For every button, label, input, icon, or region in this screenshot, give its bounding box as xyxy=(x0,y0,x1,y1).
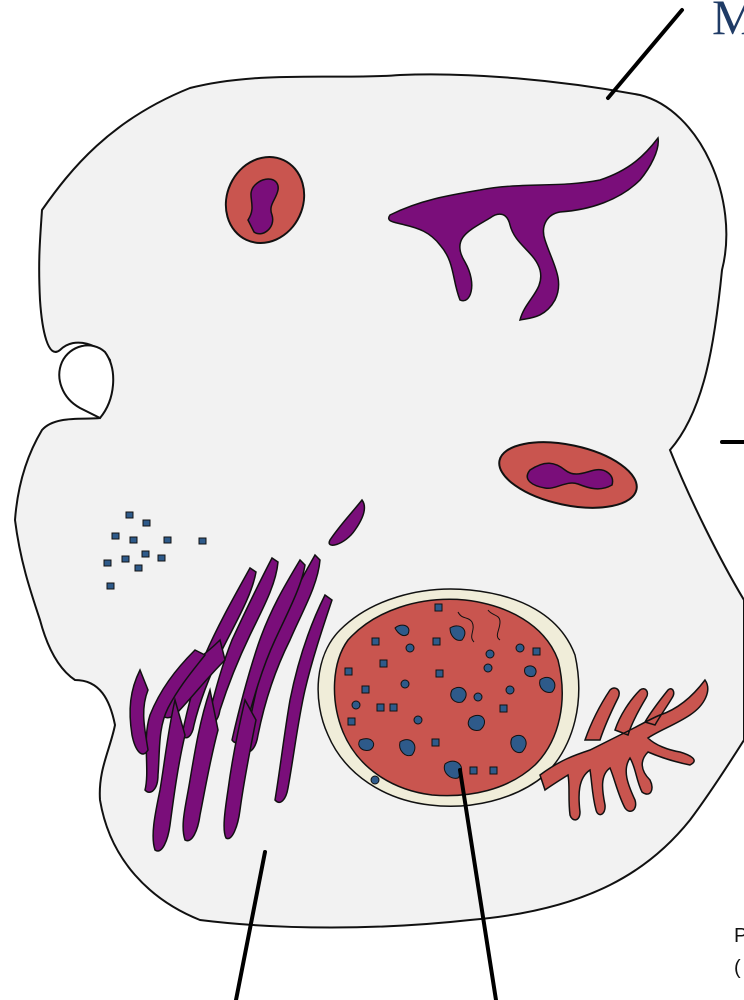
caption-fragment: P ( xyxy=(734,920,744,984)
caption-line-2: ( xyxy=(734,952,744,984)
leader-line-membrane xyxy=(608,10,682,98)
nucleus xyxy=(318,589,579,806)
page-title-fragment: M xyxy=(712,0,744,42)
membrane-notch xyxy=(59,345,113,418)
caption-line-1: P xyxy=(734,920,744,952)
